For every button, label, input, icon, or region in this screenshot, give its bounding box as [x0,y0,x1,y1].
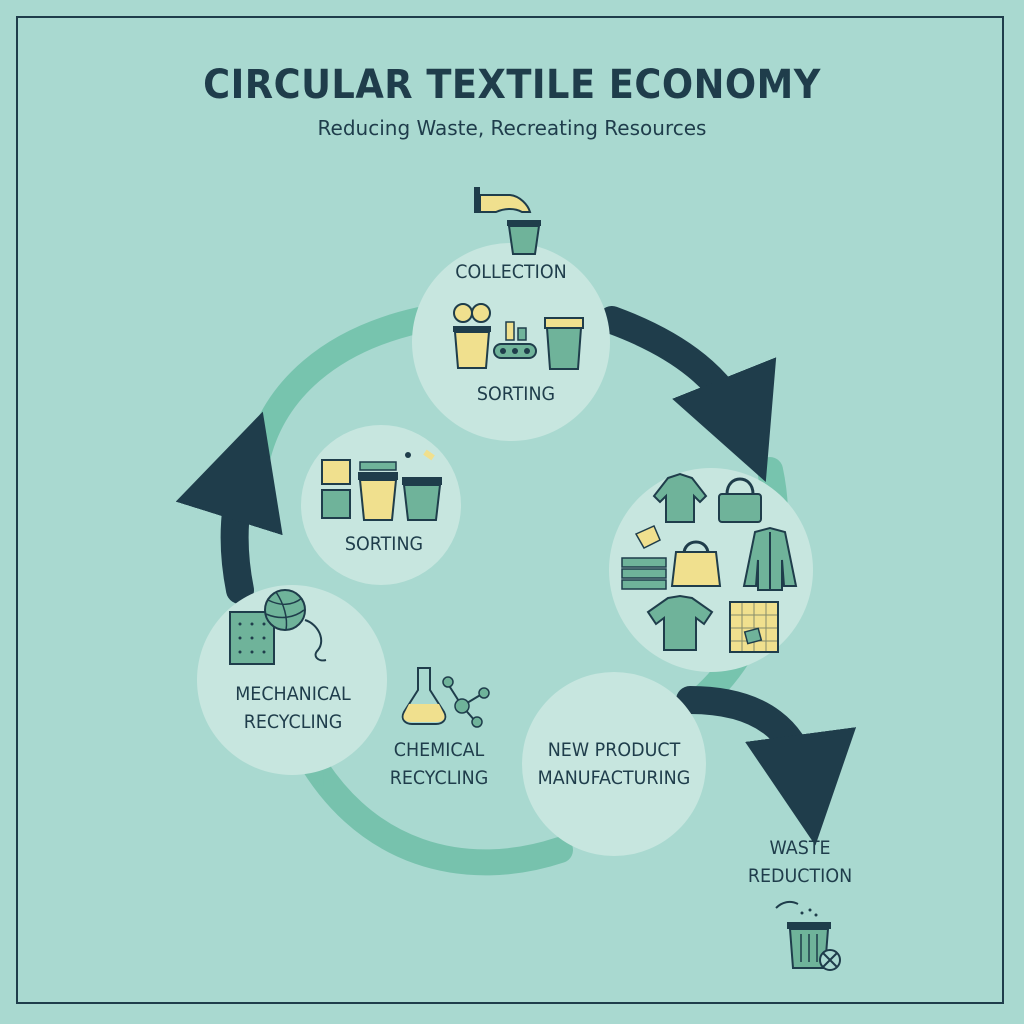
yarn-ball-icon [264,589,327,662]
green-sorting-bin-icon [402,449,442,521]
arrow-to-waste-reduction [676,686,857,846]
jacket-icon [742,526,798,591]
yellow-bin-icon [453,326,491,369]
sorting-top-label: SORTING [476,383,556,405]
folded-clothes-icon [621,557,667,590]
yarn-balls-icon [453,303,491,323]
hand-icon [474,187,532,213]
new-product-bubble [522,672,706,856]
yellow-sorting-bin-icon [358,461,398,521]
border-frame [16,16,1004,1004]
fabric-stack-icon [544,317,584,370]
tshirt-icon [646,594,714,651]
shirt-icon [652,472,708,523]
mechanical-recycling-label: MECHANICAL RECYCLING [235,683,351,733]
conveyor-icon [493,321,537,359]
fabric-swatches-icon [321,459,351,519]
arrow-collection-to-products [598,306,777,482]
arrow-mechanical-to-sorting [175,411,283,604]
no-symbol-icon [819,949,841,971]
tote-bag-icon [670,540,722,587]
collection-bin-icon [507,220,541,255]
diagram-subtitle: Reducing Waste, Recreating Resources [317,116,707,140]
flask-molecule-icon [401,667,490,728]
patterned-fabric-icon [729,601,779,653]
tag-icon [634,525,661,549]
new-product-manufacturing-label: NEW PRODUCT MANUFACTURING [537,739,691,789]
chemical-recycling-label: CHEMICAL RECYCLING [389,739,489,789]
waste-reduction-label: WASTE REDUCTION [747,837,853,887]
fabric-scrap-icon [229,611,275,665]
sorting-left-label: SORTING [344,533,424,555]
collection-label: COLLECTION [455,261,567,283]
collection-bubble [412,243,610,441]
handbag-icon [718,477,762,523]
cycle-arrow-bottom [230,670,573,876]
waste-bin-icon [775,900,831,969]
diagram-title: CIRCULAR TEXTILE ECONOMY [203,62,821,108]
